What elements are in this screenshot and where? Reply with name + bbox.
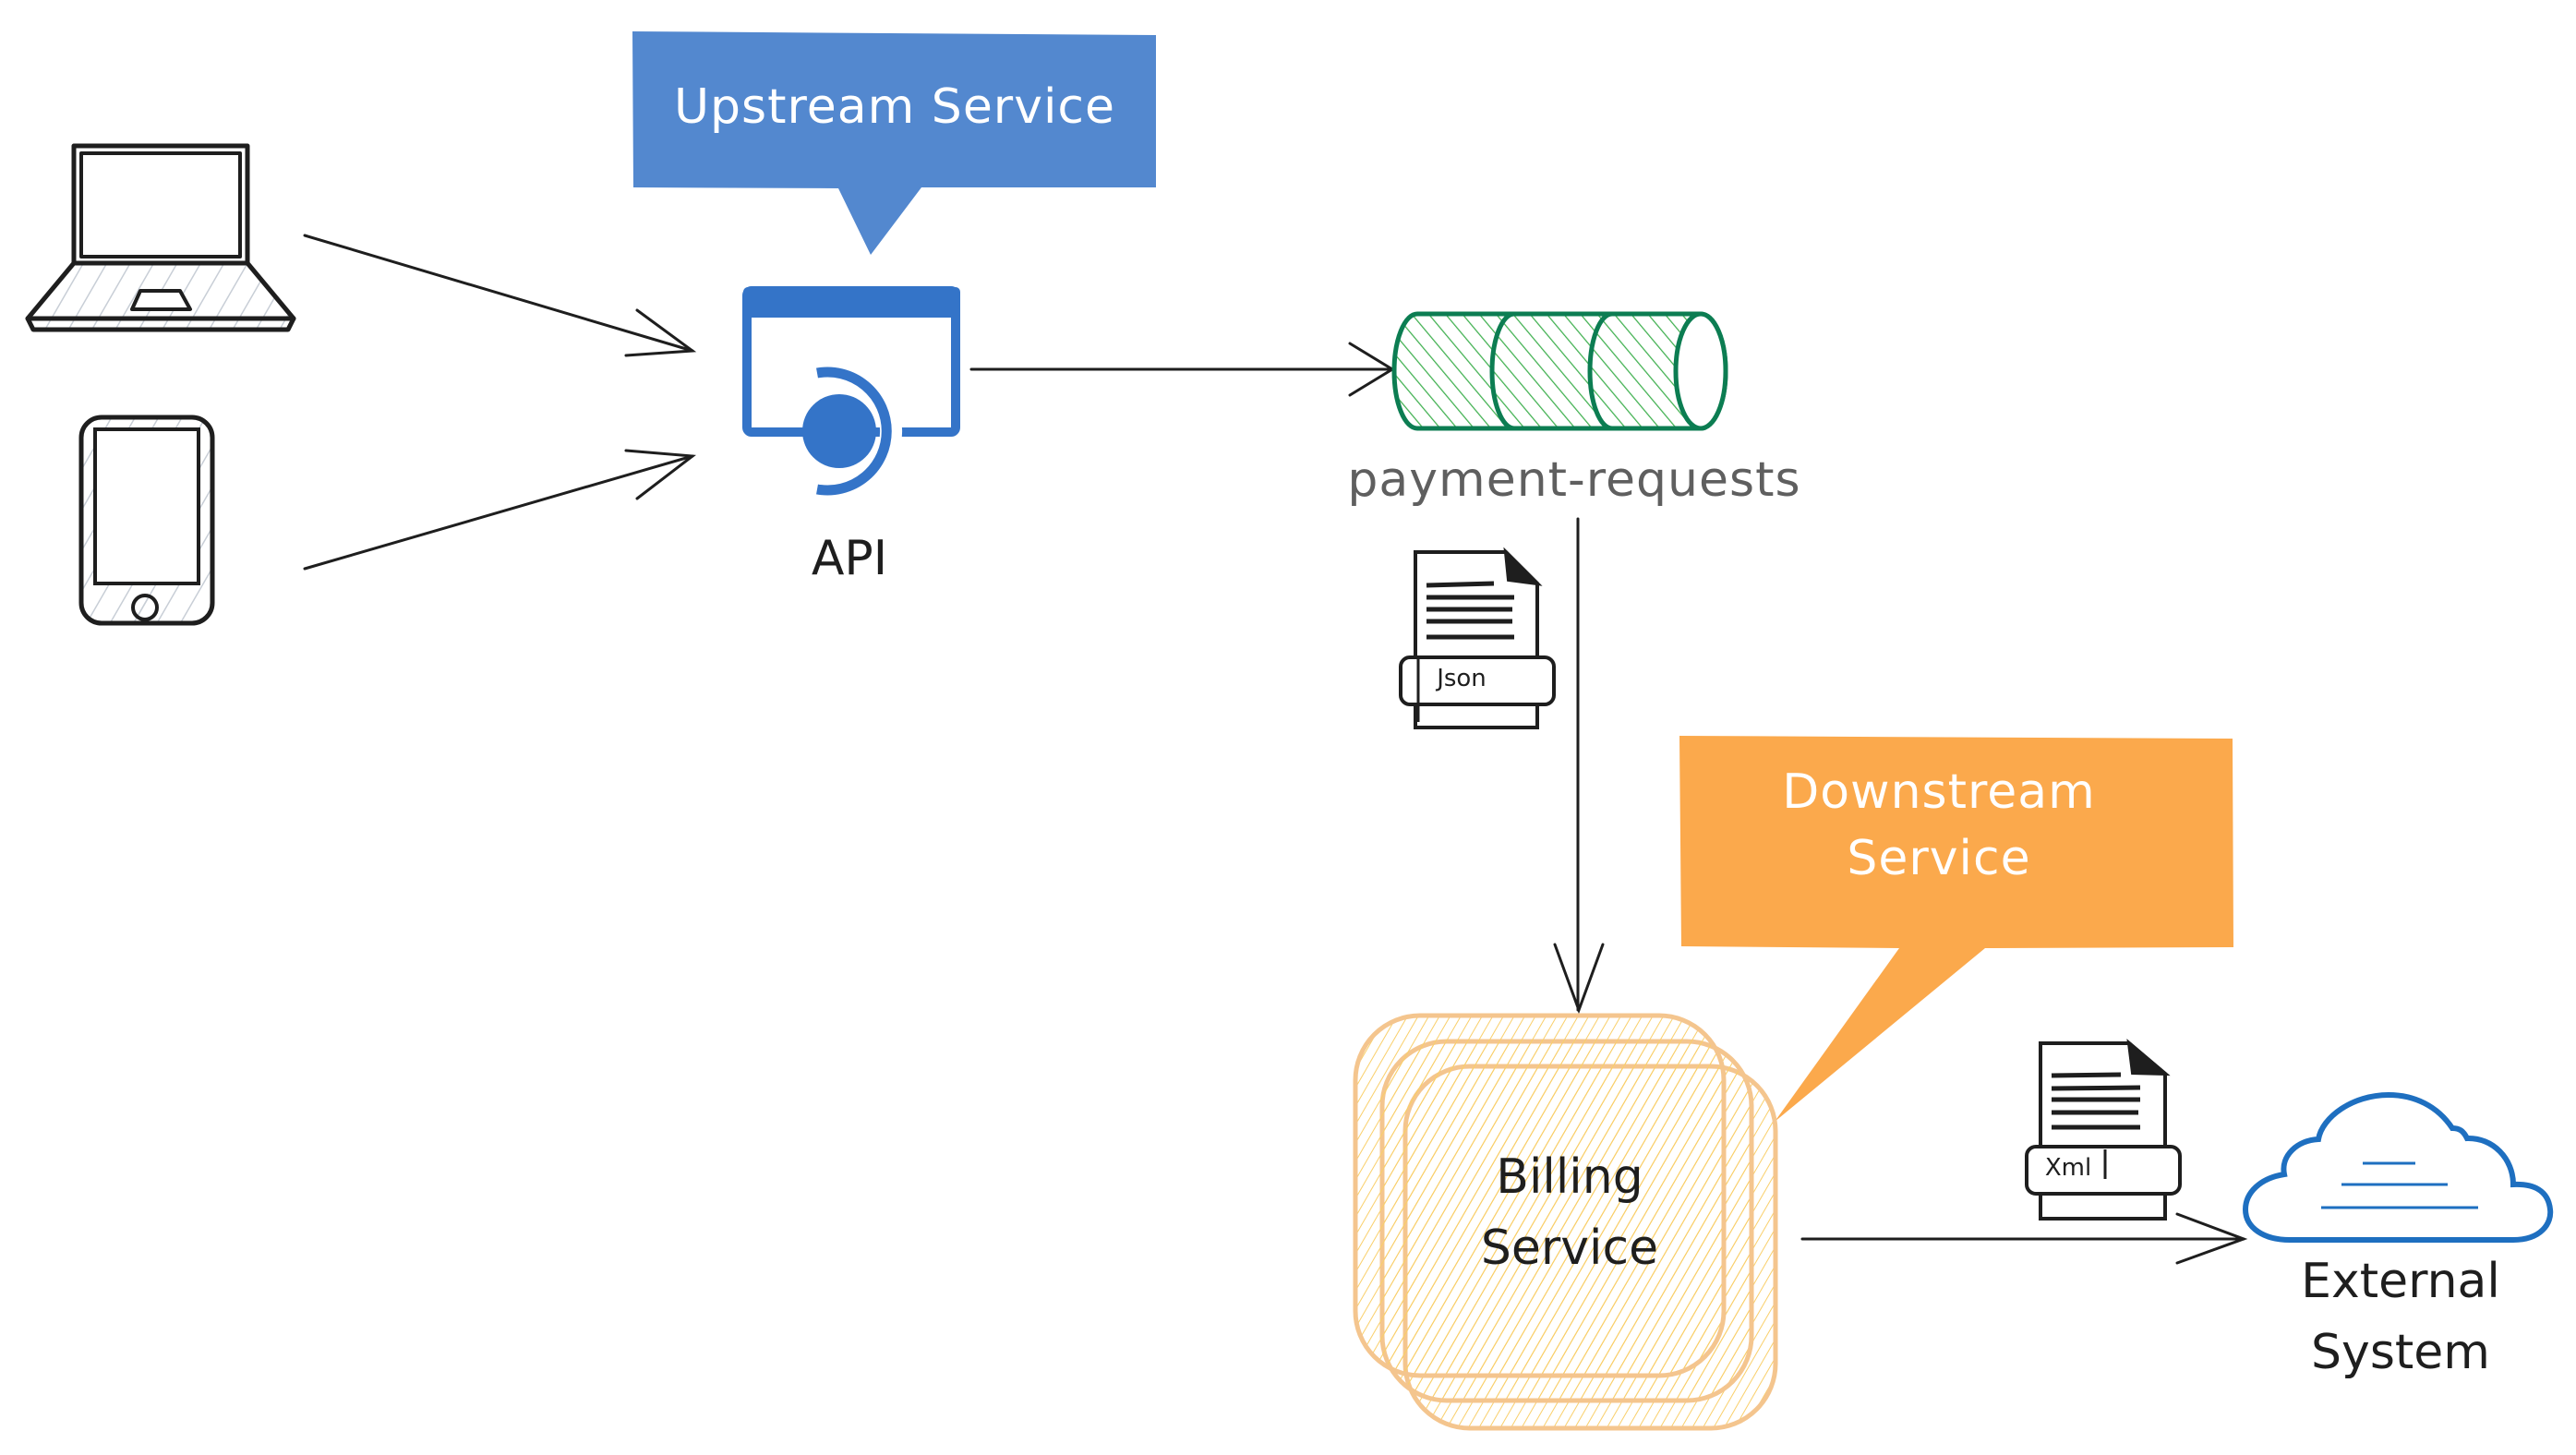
api-label: API (811, 531, 888, 586)
queue-label: payment-requests (1347, 452, 1801, 508)
queue-cylinder-icon (1391, 311, 1728, 431)
external-label-line2: System (2311, 1325, 2490, 1380)
smartphone-icon (78, 415, 215, 626)
edge-phone-to-api (303, 449, 696, 571)
xml-tag: Xml (2044, 1154, 2092, 1182)
edge-billing-to-external (1800, 1212, 2248, 1265)
cloud-icon (2242, 1091, 2554, 1243)
json-document-icon (1399, 547, 1556, 729)
api-window-icon (742, 286, 960, 503)
billing-label-line2: Service (1480, 1221, 1659, 1276)
downstream-callout (1679, 736, 2233, 1122)
external-label-line1: External (2301, 1254, 2500, 1309)
xml-document-icon (2025, 1039, 2182, 1221)
downstream-callout-label-line1: Downstream (1782, 764, 2096, 820)
upstream-callout-label: Upstream Service (673, 79, 1115, 135)
edge-api-to-queue (969, 342, 1395, 397)
json-tag: Json (1437, 665, 1487, 692)
laptop-icon (25, 143, 296, 332)
upstream-callout (632, 31, 1156, 255)
edge-queue-to-billing (1553, 517, 1605, 1015)
stacked-service-icon (1353, 1013, 1778, 1431)
downstream-callout-label-line2: Service (1847, 831, 2031, 886)
edge-laptop-to-api (303, 234, 697, 357)
billing-label-line1: Billing (1496, 1149, 1643, 1205)
